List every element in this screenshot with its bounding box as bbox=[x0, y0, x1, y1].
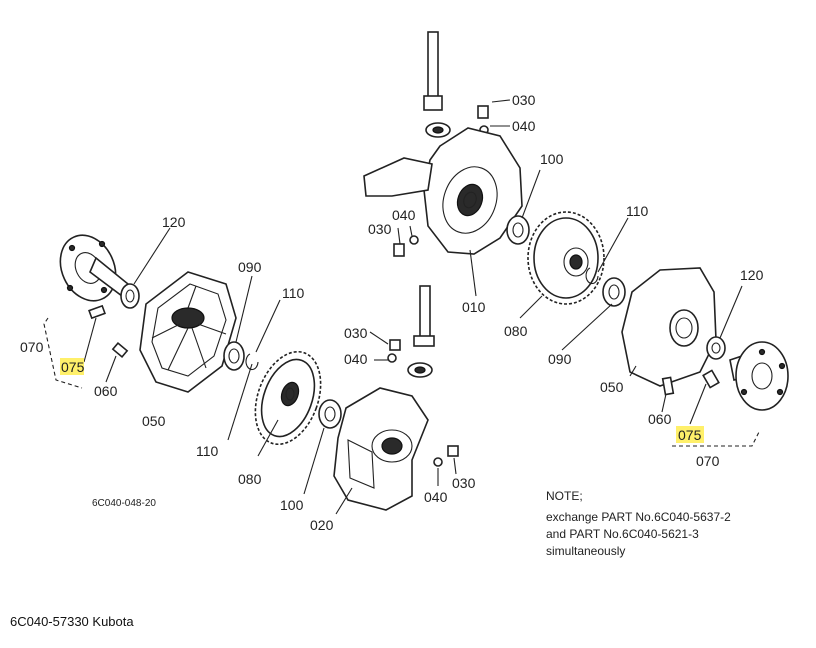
label-100-left: 100 bbox=[280, 497, 304, 513]
right-bolt-075 bbox=[702, 369, 720, 389]
lower-bolt-030b bbox=[433, 445, 459, 467]
upper-bolt-030 bbox=[477, 105, 489, 135]
page-caption: 6C040-57330 Kubota bbox=[10, 614, 134, 629]
label-050-right: 050 bbox=[600, 379, 624, 395]
label-120-left: 120 bbox=[162, 214, 186, 230]
upper-shaft bbox=[423, 31, 443, 111]
lower-bolt-030 bbox=[387, 339, 401, 363]
label-100-top: 100 bbox=[540, 151, 564, 167]
right-bevel-gear bbox=[527, 211, 605, 305]
right-bearing bbox=[602, 277, 626, 307]
label-040-low: 040 bbox=[424, 489, 448, 505]
label-060-left: 060 bbox=[94, 383, 118, 399]
lower-shaft-seal bbox=[407, 362, 433, 378]
right-cover-plate bbox=[621, 267, 717, 387]
label-110-left: 110 bbox=[282, 285, 305, 301]
left-cover-plate bbox=[139, 271, 237, 393]
right-oil-seal bbox=[706, 336, 726, 360]
note-title: NOTE; bbox=[546, 489, 583, 503]
label-080-left: 080 bbox=[238, 471, 262, 487]
label-110-right: 110 bbox=[626, 203, 649, 219]
upper-bolt-030b bbox=[393, 235, 419, 257]
left-oil-seal bbox=[120, 283, 140, 309]
left-bolt bbox=[88, 304, 106, 320]
left-bearing bbox=[223, 341, 245, 371]
left-axle-flange bbox=[59, 234, 130, 302]
label-040-upper: 040 bbox=[392, 207, 416, 223]
right-bolt-060 bbox=[661, 376, 675, 396]
lower-gear-case bbox=[333, 387, 429, 511]
label-080-right: 080 bbox=[504, 323, 528, 339]
label-120-right: 120 bbox=[740, 267, 764, 283]
part-labels: 120 070 075 060 050 090 110 110 080 100 … bbox=[20, 92, 764, 533]
highlight-075-left bbox=[60, 358, 84, 375]
label-020: 020 bbox=[310, 517, 334, 533]
left-circlip bbox=[245, 353, 259, 371]
note-line-3: simultaneously bbox=[546, 544, 625, 558]
left-bevel-gear bbox=[254, 350, 322, 446]
left-bolt-060 bbox=[111, 341, 129, 359]
drawing-code: 6C040-048-20 bbox=[92, 498, 156, 509]
right-axle-flange bbox=[729, 341, 789, 411]
upper-bearing-100 bbox=[506, 215, 530, 245]
upper-gear-case bbox=[363, 127, 523, 255]
label-075-right: 075 bbox=[678, 427, 702, 443]
label-030-low: 030 bbox=[452, 475, 476, 491]
label-090-left: 090 bbox=[238, 259, 262, 275]
note-block: NOTE; exchange PART No.6C040-5637-2 and … bbox=[546, 489, 731, 558]
label-110-left-lower: 110 bbox=[196, 443, 219, 459]
label-030-mid: 030 bbox=[344, 325, 368, 341]
label-070-right: 070 bbox=[696, 453, 720, 469]
label-050-left: 050 bbox=[142, 413, 166, 429]
left-bearing-100 bbox=[318, 399, 342, 429]
note-line-2: and PART No.6C040-5621-3 bbox=[546, 527, 699, 541]
label-060-right: 060 bbox=[648, 411, 672, 427]
highlight-075-right bbox=[676, 426, 704, 443]
label-040-mid: 040 bbox=[344, 351, 368, 367]
label-010: 010 bbox=[462, 299, 486, 315]
upper-shaft-seal bbox=[425, 122, 451, 138]
leader-lines bbox=[43, 99, 761, 515]
label-070-left: 070 bbox=[20, 339, 44, 355]
right-circlip bbox=[585, 267, 599, 285]
label-030-upper: 030 bbox=[368, 221, 392, 237]
label-075-left: 075 bbox=[61, 359, 85, 375]
label-040-top: 040 bbox=[512, 118, 536, 134]
label-090-right: 090 bbox=[548, 351, 572, 367]
label-030-top: 030 bbox=[512, 92, 536, 108]
note-line-1: exchange PART No.6C040-5637-2 bbox=[546, 510, 731, 524]
lower-shaft bbox=[413, 285, 435, 347]
